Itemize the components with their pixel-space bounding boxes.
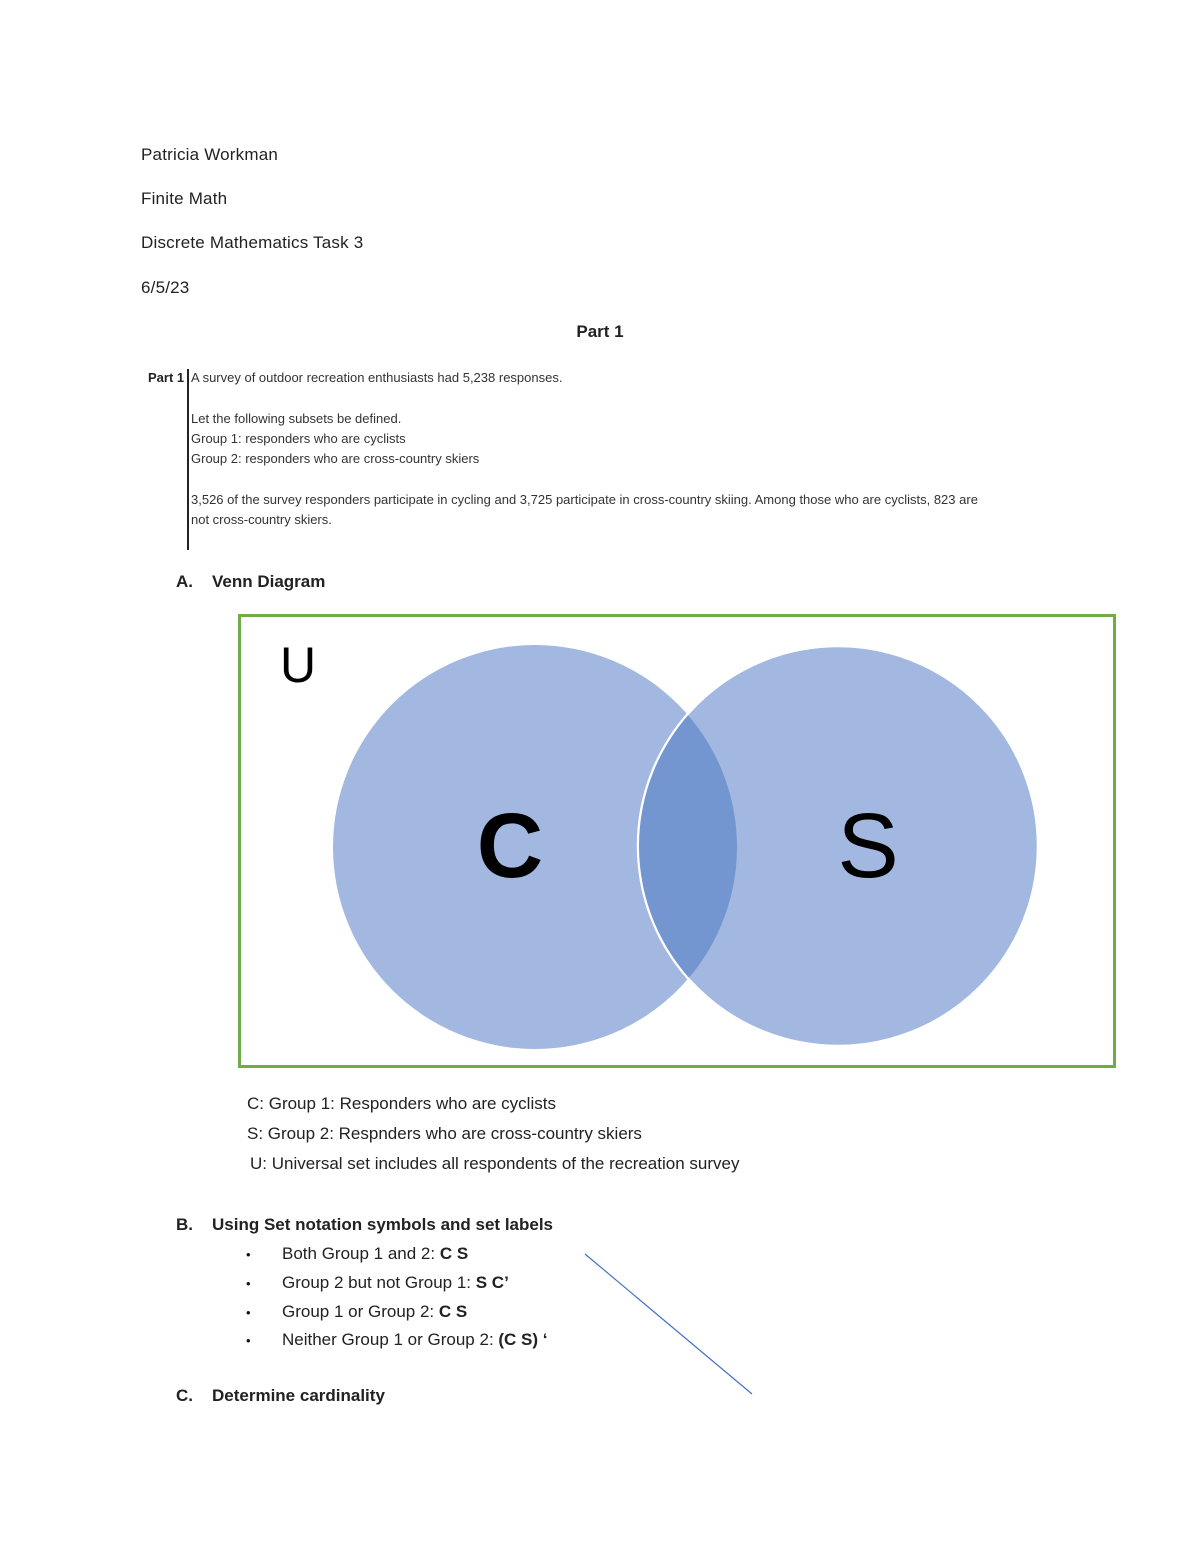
legend-set-s: S: Group 2: Respnders who are cross-coun… [247, 1124, 642, 1143]
venn-diagram: U C S [238, 614, 1116, 1068]
section-a-title: Venn Diagram [212, 572, 326, 591]
problem-line: Let the following subsets be defined. [191, 411, 402, 426]
assignment-title: Discrete Mathematics Task 3 [141, 233, 364, 252]
item-text: Group 2 but not Group 1: [282, 1273, 476, 1292]
bullet-icon: • [246, 1333, 251, 1348]
problem-line: not cross-country skiers. [191, 512, 332, 527]
legend-universe: U: Universal set includes all respondent… [250, 1154, 740, 1173]
bullet-icon: • [246, 1247, 251, 1262]
bullet-icon: • [246, 1305, 251, 1320]
item-notation: C S [438, 1302, 468, 1321]
section-c-title: Determine cardinality [212, 1386, 385, 1405]
section-a-letter: A. [176, 572, 193, 591]
problem-line: Group 1: responders who are cyclists [191, 431, 406, 446]
problem-label: Part 1 [148, 370, 185, 385]
document-date: 6/5/23 [141, 278, 190, 297]
course-name: Finite Math [141, 189, 228, 208]
bullet-icon: • [246, 1276, 251, 1291]
list-item: Neither Group 1 or Group 2: (C S) ‘ [282, 1330, 548, 1350]
list-item: Group 1 or Group 2: C S [282, 1302, 467, 1322]
part-title: Part 1 [576, 322, 624, 341]
author-name: Patricia Workman [141, 145, 279, 164]
list-item: Both Group 1 and 2: C S [282, 1244, 468, 1264]
problem-line: Group 2: responders who are cross-countr… [191, 451, 480, 466]
item-text: Both Group 1 and 2: [282, 1244, 440, 1263]
set-c-label: C [477, 795, 543, 897]
legend-set-c: C: Group 1: Responders who are cyclists [247, 1094, 556, 1113]
item-text: Neither Group 1 or Group 2: [282, 1330, 499, 1349]
item-text: Group 1 or Group 2: [282, 1302, 439, 1321]
item-notation: C S [439, 1244, 469, 1263]
set-c-circle [333, 645, 737, 1049]
problem-divider [187, 369, 189, 550]
annotation-line [584, 1253, 753, 1395]
list-item: Group 2 but not Group 1: S C’ [282, 1273, 509, 1293]
problem-line: A survey of outdoor recreation enthusias… [191, 370, 563, 385]
problem-line: 3,526 of the survey responders participa… [191, 492, 978, 507]
section-b-letter: B. [176, 1215, 193, 1234]
universe-label: U [280, 637, 316, 693]
set-s-circle [636, 644, 1040, 1048]
item-notation: (C S) ‘ [498, 1330, 548, 1349]
set-s-label: S [837, 795, 898, 897]
item-notation: S C’ [475, 1273, 509, 1292]
section-b-title: Using Set notation symbols and set label… [212, 1215, 554, 1234]
section-c-letter: C. [176, 1386, 193, 1405]
